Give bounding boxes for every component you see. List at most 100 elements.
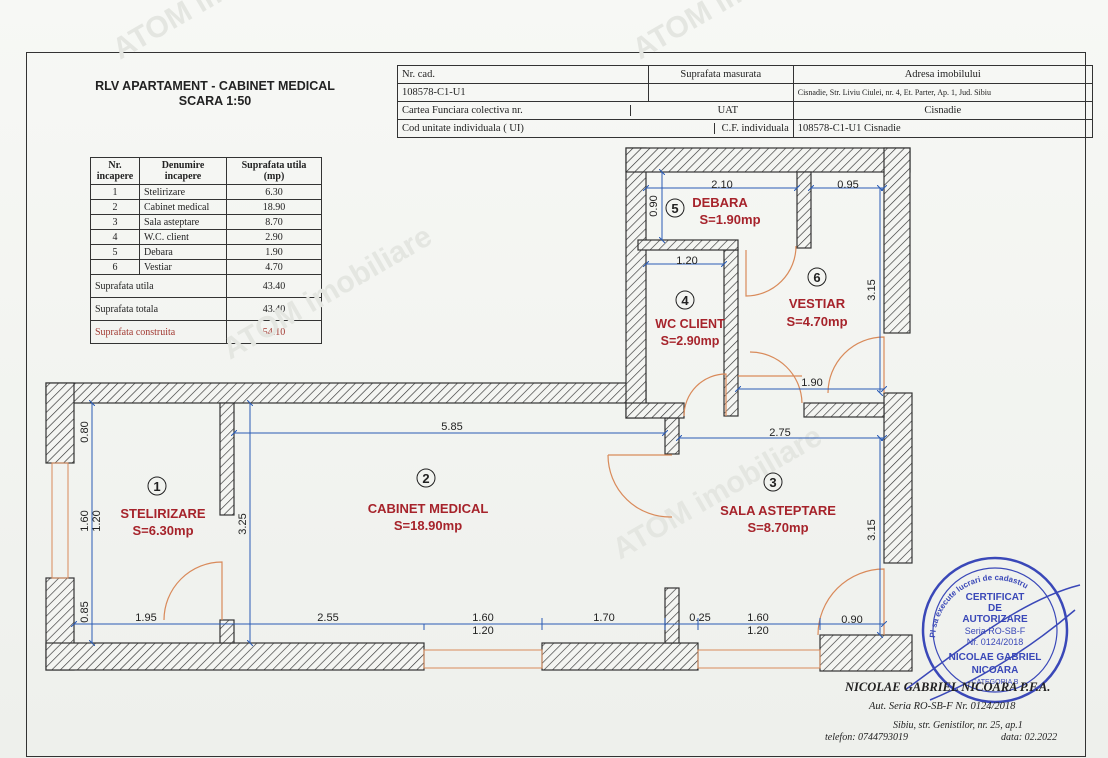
dim-label: 2.55 [317, 612, 338, 624]
dim-label: 1.95 [135, 612, 156, 624]
dim-label: 2.75 [769, 427, 790, 439]
room-labels: 1 STELIRIZARE S=6.30mp 2 CABINET MEDICAL… [120, 195, 847, 538]
wall-right-annex [883, 147, 911, 334]
construita-label: Suprafata construita [90, 320, 227, 344]
watermark-text: ATOM imobiliare [217, 220, 438, 366]
room-area: S=1.90mp [699, 212, 760, 227]
wall-bottom-right [819, 634, 913, 672]
room-name: CABINET MEDICAL [368, 501, 489, 516]
room-area: S=6.30mp [132, 523, 193, 538]
room-area: S=18.90mp [394, 518, 462, 533]
construita-value: 54.10 [226, 320, 322, 344]
wall-partition-2-3 [664, 417, 680, 455]
wall-partition-2-3-lower [664, 587, 680, 644]
door-wc [683, 373, 727, 417]
cf-individuala-label: C.F. individuala [721, 123, 789, 134]
wall-bottom-mid [541, 642, 699, 671]
wall-bottom-left [45, 642, 425, 671]
stamp-ring-text: Persoana fizica autorizata de ANCPI sa e… [0, 0, 1030, 638]
telefon-label: telefon: [825, 732, 856, 743]
totala-label: Suprafata totala [90, 297, 227, 321]
dim-label: 0.85 [79, 601, 91, 622]
room-6-label: 6 VESTIAR S=4.70mp [786, 267, 848, 329]
rooms-surface-table: Nr. incapere Denumire incapere Suprafata… [90, 157, 322, 344]
room-number: 1 [153, 479, 160, 494]
title-line-2: SCARA 1:50 [178, 94, 252, 108]
dim-label: 1.60 [472, 612, 493, 624]
room-area: S=4.70mp [786, 314, 847, 329]
cod-label: Cod unitate individuala ( UI) [398, 123, 715, 134]
svg-text:Persoana fizica autorizata de: Persoana fizica autorizata de ANCPI sa e… [0, 0, 1030, 638]
wall-left-annex [625, 147, 647, 419]
dim-label: 0.90 [841, 614, 862, 626]
window-left [51, 462, 69, 579]
header-nr: Nr. incapere [90, 157, 140, 185]
dim-label: 3.15 [866, 519, 878, 540]
window-bottom-1 [423, 649, 543, 669]
room-name: DEBARA [692, 195, 748, 210]
signature-authorization: Aut. Seria RO-SB-F Nr. 0124/2018 [869, 701, 1016, 712]
watermark-text: ATOM imobiliare [607, 420, 828, 566]
stamp-line-2: DE [988, 603, 1002, 614]
room-5-label: 5 DEBARA S=1.90mp [665, 195, 761, 227]
dim-label: 1.60 [747, 612, 768, 624]
dim-label: 2.10 [711, 179, 732, 191]
util-label: Suprafata utila [90, 274, 227, 298]
room-name: STELIRIZARE [120, 506, 206, 521]
wall-debara-right [796, 171, 812, 249]
walls [45, 147, 913, 672]
dim-label: 3.15 [866, 279, 878, 300]
dim-label: 5.85 [441, 421, 462, 433]
door-debara [745, 245, 797, 297]
wall-wc-bottom [625, 402, 685, 419]
dim-label: 3.25 [237, 513, 249, 534]
dim-label: 0.95 [837, 179, 858, 191]
dim-label: 1.20 [747, 625, 768, 637]
stamp-line-5: Nr. 0124/2018 [967, 637, 1024, 647]
room-number: 3 [769, 475, 776, 490]
wall-partition-1-2 [219, 402, 235, 516]
uat-label: UAT [717, 105, 739, 116]
stamp-line-1: CERTIFICAT [966, 592, 1025, 603]
stamp-line-6: NICOLAE GABRIEL [949, 652, 1042, 663]
watermark-text: ATOM imobiliare [627, 0, 848, 66]
room-name: VESTIAR [789, 296, 846, 311]
stamp-line-3: AUTORIZARE [962, 614, 1028, 625]
title-line-1: RLV APARTAMENT - CABINET MEDICAL [95, 79, 335, 93]
dim-label: 1.60 [79, 510, 91, 531]
signature-block: NICOLAE GABRIEL NICOARA P.F.A. Aut. Seri… [825, 680, 1058, 743]
data-label: data: [1001, 732, 1023, 743]
room-number: 6 [813, 270, 820, 285]
stamp-ring-bottom: CATEGORIA B [972, 679, 1019, 686]
data-value: 02.2022 [1024, 732, 1058, 743]
cadastral-info-table: Nr. cad. Suprafata masurata Adresa imobi… [397, 65, 1093, 138]
signature-address: Sibiu, str. Genistilor, nr. 25, ap.1 [893, 720, 1023, 731]
room-area: S=2.90mp [661, 334, 720, 348]
cod-row: Cod unitate individuala ( UI) C.F. indiv… [397, 119, 794, 138]
stamp-line-7: NICOARA [972, 665, 1019, 676]
door-vestiar-right [827, 336, 885, 394]
door-vestiar [738, 351, 803, 404]
wall-vestiar-bottom [803, 402, 885, 418]
cf-individuala-value: 108578-C1-U1 Cisnadie [792, 119, 1093, 138]
room-number: 4 [681, 293, 689, 308]
totala-value: 43.40 [226, 297, 322, 321]
dim-label: 1.90 [801, 377, 822, 389]
wall-left-upper [45, 382, 75, 464]
dim-label: 1.20 [472, 625, 493, 637]
dimension-labels: 2.10 0.95 0.90 1.20 3.15 1.90 5.85 2.75 … [79, 179, 878, 637]
room-1-label: 1 STELIRIZARE S=6.30mp [120, 476, 206, 538]
dim-label: 0.90 [648, 195, 660, 216]
drawing-title: RLV APARTAMENT - CABINET MEDICAL SCARA 1… [70, 79, 360, 109]
dim-label: 1.20 [676, 255, 697, 267]
room-name: SALA ASTEPTARE [720, 503, 836, 518]
dim-label: 1.20 [91, 510, 103, 531]
dimension-lines [74, 172, 884, 643]
stamp-line-4: Seria RO-SB-F [965, 626, 1026, 636]
wall-top-annex [625, 147, 911, 173]
room-name: WC CLIENT [655, 317, 725, 331]
room-4-label: 4 WC CLIENT S=2.90mp [655, 290, 725, 348]
